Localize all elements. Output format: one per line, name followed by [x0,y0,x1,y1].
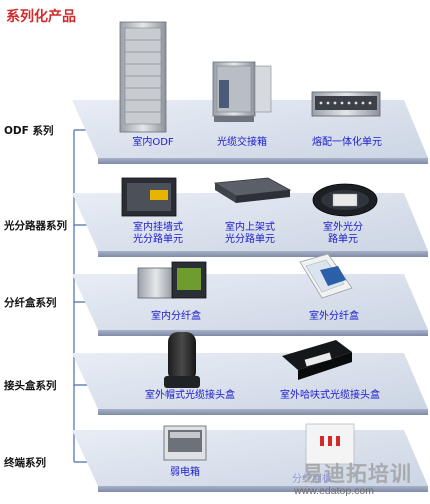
category-label-odf: ODF 系列 [4,125,54,137]
indoor-distribution-box-image [137,261,207,299]
indoor-wall-splitter-image [121,177,177,217]
product-label-wall-splitter: 室内挂墙式 光分路单元 [133,222,183,245]
indoor-rack-splitter-image [213,177,292,203]
fiber-panel-image [305,423,355,465]
category-label-distribution: 分纤盒系列 [4,297,57,309]
product-label-rack-splitter: 室内上架式 光分路单元 [225,222,275,245]
product-label-outdoor-splitter: 室外光分 路单元 [323,222,363,245]
indoor-odf-cabinet-image [119,21,167,133]
product-label-fiber-panel: 分纤面板 [292,474,332,485]
product-label-outdoor-distribution: 室外分纤盒 [309,311,359,322]
category-label-splitter: 光分路器系列 [4,220,67,232]
watermark-url: www.edatop.com [294,485,374,497]
watermark-text: 易迪拓培训 [302,462,412,486]
product-label-dome-closure: 室外帽式光缆接头盒 [145,390,235,401]
product-label-indoor-odf: 室内ODF [132,137,174,148]
dome-cable-closure-image [164,332,200,388]
cable-cross-connect-cabinet-image [212,61,272,122]
product-label-weak-current-box: 弱电箱 [170,467,200,478]
product-label-horizontal-closure: 室外哈呋式光缆接头盒 [280,390,380,401]
outdoor-splitter-image [312,183,378,217]
weak-current-box-image [163,425,207,461]
outdoor-distribution-box-image [299,253,353,299]
fusion-splice-unit-image [311,91,381,117]
category-label-terminal: 终端系列 [4,457,46,469]
horizontal-cable-closure-image [282,340,352,380]
product-label-indoor-distribution: 室内分纤盒 [151,311,201,322]
shelf-closure [72,353,428,415]
shelf-distribution [72,274,428,336]
product-label-cross-connect: 光缆交接箱 [217,137,267,148]
page-title: 系列化产品 [6,9,76,25]
product-label-fusion-unit: 熔配一体化单元 [312,137,382,148]
category-label-closure: 接头盒系列 [4,380,57,392]
